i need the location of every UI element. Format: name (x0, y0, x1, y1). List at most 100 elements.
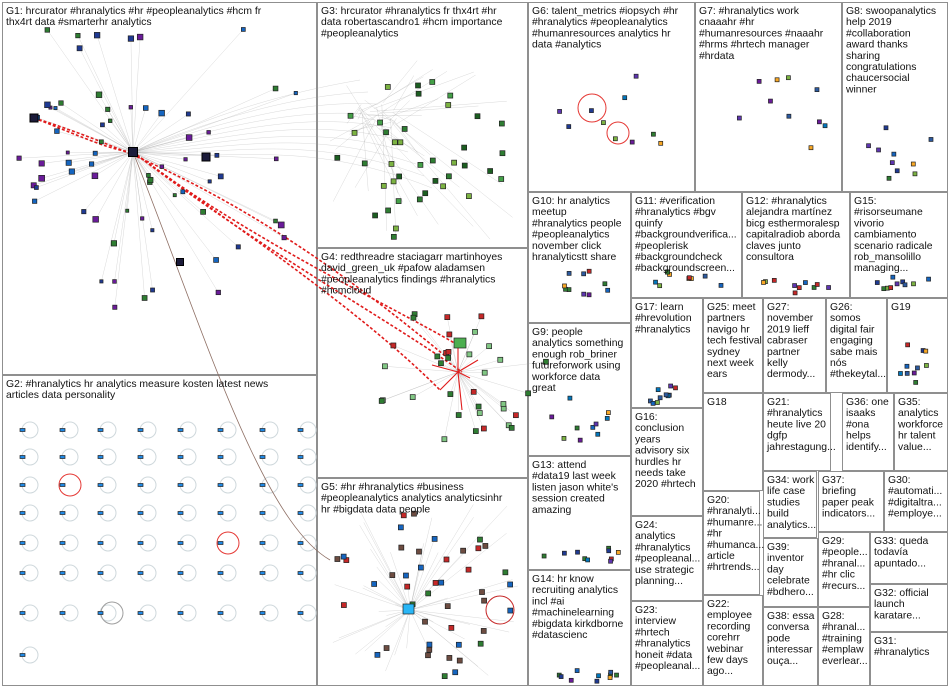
group-label-line: G18 (707, 397, 727, 408)
node (400, 512, 407, 519)
edge (47, 104, 134, 153)
group-label-line: #humanca... (707, 540, 764, 551)
node (390, 233, 397, 240)
group-label-line: consultora (746, 252, 794, 263)
node-g5-hub (402, 603, 415, 615)
node (888, 285, 894, 290)
node (445, 349, 452, 355)
group-label-line: G6: talent_metrics #iopsych #hr (532, 6, 679, 17)
node (385, 207, 391, 214)
node (389, 572, 396, 578)
group-label-line: somos (830, 313, 861, 324)
edge (414, 314, 459, 373)
edge (457, 371, 474, 392)
panel-g36 (842, 393, 894, 471)
node (786, 113, 792, 119)
group-label-line: conclusion (635, 423, 684, 434)
group-label-line: #hrevolution (635, 313, 692, 324)
node (65, 159, 72, 166)
node (180, 189, 186, 195)
node (217, 455, 224, 459)
node (59, 541, 66, 545)
edge (457, 371, 485, 373)
node (595, 431, 601, 437)
group-label-line: #hr (707, 529, 723, 540)
node (481, 369, 488, 376)
group-label-line: G16: (635, 412, 658, 423)
node (183, 157, 188, 162)
group-label-g18: G18 (707, 397, 727, 408)
edge (364, 99, 513, 218)
node (650, 401, 656, 406)
node (217, 511, 224, 515)
group-label-line: G39: (767, 542, 790, 553)
node (177, 483, 184, 487)
node (411, 510, 417, 517)
node (297, 428, 304, 432)
node (59, 511, 66, 515)
node (736, 115, 742, 121)
group-label-line: #hranalytics (635, 324, 690, 335)
edge (457, 371, 504, 409)
edge (132, 29, 244, 153)
node (297, 511, 304, 515)
edge (389, 100, 410, 121)
node (19, 511, 26, 515)
edge (363, 522, 411, 611)
edge (409, 517, 474, 611)
edge (132, 136, 409, 153)
node (686, 275, 692, 281)
edge (113, 151, 134, 244)
node (378, 398, 385, 404)
node (297, 455, 304, 459)
edge (37, 117, 134, 153)
node (663, 392, 669, 398)
node (19, 428, 26, 432)
node (19, 483, 26, 487)
edge (329, 109, 388, 142)
edge (132, 151, 175, 196)
node (445, 102, 452, 108)
node (474, 113, 481, 120)
node (924, 363, 929, 368)
group-label-line: #hranal... (822, 622, 865, 633)
node (38, 160, 45, 167)
edge (127, 151, 134, 211)
group-label-g5: G5: #hr #hranalytics #business#peopleana… (321, 482, 503, 515)
node (446, 655, 453, 661)
group-label-line: claves junto (746, 241, 801, 252)
panel-g23 (631, 601, 703, 686)
edge (385, 609, 411, 672)
group-label-line: G36: one (846, 397, 889, 408)
node (105, 106, 111, 112)
edge (354, 118, 397, 188)
node (566, 124, 572, 129)
edge (409, 609, 510, 633)
group-label-line: thx4rt data #smarterhr analytics (6, 17, 152, 28)
edge (382, 105, 479, 114)
panel-g39 (763, 538, 818, 607)
group-label-line: G24: (635, 520, 658, 531)
edge (77, 35, 134, 153)
node (125, 208, 130, 213)
panel-g14 (528, 570, 631, 686)
group-label-line: launch (874, 599, 905, 610)
node (557, 109, 562, 114)
group-label-line: #ona (846, 419, 869, 430)
edge (132, 151, 217, 261)
node (792, 290, 798, 296)
edge (390, 552, 411, 611)
group-label-line: ears (707, 369, 727, 380)
edge (132, 37, 141, 153)
panel-g2 (2, 375, 317, 686)
node (415, 90, 422, 97)
node (137, 571, 144, 575)
node (657, 283, 663, 289)
node (185, 134, 193, 141)
edge (383, 71, 448, 112)
panel-g7 (695, 2, 842, 192)
